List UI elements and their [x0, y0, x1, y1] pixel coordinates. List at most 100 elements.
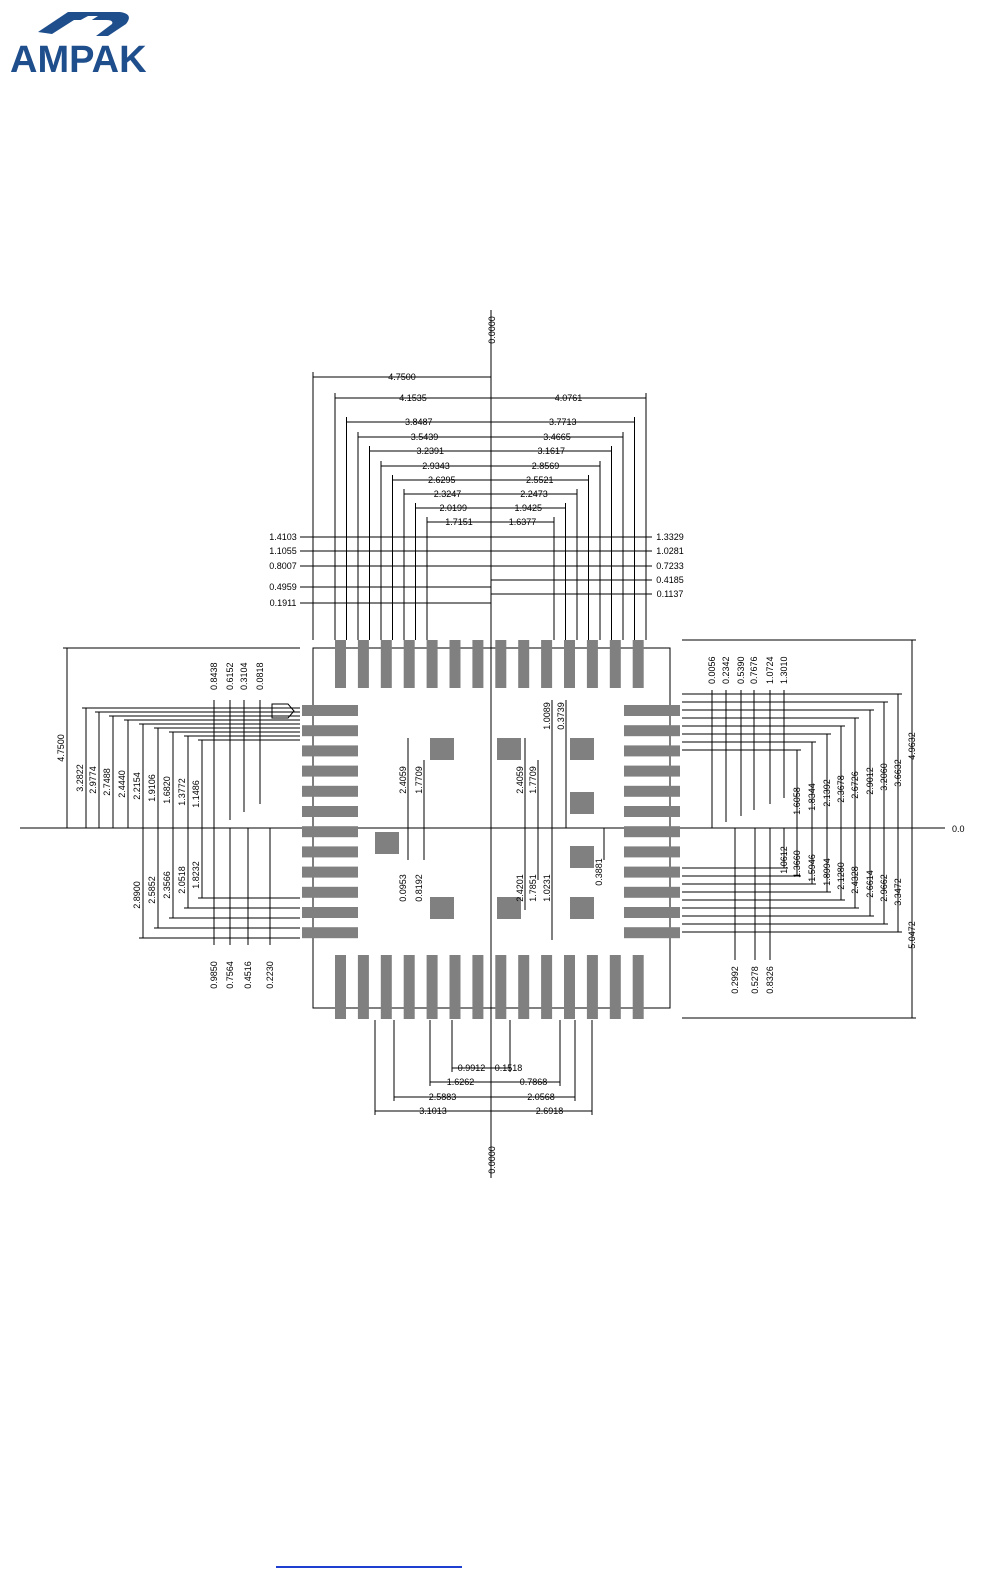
- right-pad: [624, 765, 680, 777]
- ground-pad: [570, 846, 594, 868]
- ampak-logo: AMPAK: [8, 8, 158, 81]
- left-vert-dim-label: 4.7500: [56, 734, 66, 762]
- left-vert-dim-label: 1.3772: [177, 778, 187, 806]
- inner-dim-right-label: 1.7851: [528, 874, 538, 902]
- ground-pad: [570, 792, 594, 814]
- pads: [302, 640, 680, 1019]
- bottom-pad: [403, 955, 415, 1019]
- inner-dim-right-label: 1.0231: [542, 874, 552, 902]
- bottom-dim-left-label: 2.5883: [429, 1092, 457, 1102]
- bottom-pad: [335, 955, 346, 1019]
- right-vert-dim-lower-label: 2.4328: [850, 866, 860, 894]
- right-vert-dim-upper-label: 0.2342: [721, 656, 731, 684]
- inner-dim-right-label: 0.3739: [556, 702, 566, 730]
- bottom-pad: [472, 955, 484, 1019]
- ground-pad: [430, 897, 454, 919]
- bottom-dim-right-label: 0.7868: [520, 1077, 548, 1087]
- right-vert-dim-lower-label: 1.8994: [822, 858, 832, 886]
- bottom-pad: [380, 955, 392, 1019]
- top-dim-left-label: 4.1535: [399, 393, 427, 403]
- right-vert-dim-upper-label: 1.3010: [779, 656, 789, 684]
- footer-link-underline[interactable]: [276, 1566, 462, 1568]
- center-label-right: 0.0: [952, 824, 965, 834]
- top-dim-left-label: 1.7151: [445, 517, 473, 527]
- ground-pad: [570, 738, 594, 760]
- top-side-dim-right-label: 0.7233: [656, 561, 684, 571]
- top-pad: [564, 640, 575, 688]
- top-pad: [357, 640, 369, 688]
- right-pad: [624, 826, 680, 838]
- ground-pad: [375, 832, 399, 854]
- top-side-dim-left-label: 0.8007: [269, 561, 297, 571]
- top-side-dim-right-label: 1.3329: [656, 532, 684, 542]
- top-dim-right-label: 3.1617: [537, 446, 565, 456]
- right-pad: [624, 806, 680, 817]
- right-pad: [624, 846, 680, 858]
- bottom-pad: [449, 955, 461, 1019]
- left-pad: [302, 866, 358, 878]
- top-side-dim-left-label: 1.4103: [269, 532, 297, 542]
- right-vert-dim-lower-bottom-label: 0.2992: [730, 966, 740, 994]
- left-pad: [302, 705, 358, 716]
- ground-pad: [570, 897, 594, 919]
- top-dim-left-label: 2.9343: [422, 461, 450, 471]
- ground-pad: [497, 897, 521, 919]
- bottom-dim-left-label: 1.6262: [447, 1077, 475, 1087]
- right-vert-dim-label: 2.1392: [822, 779, 832, 807]
- top-dim-left-label: 3.8487: [405, 417, 433, 427]
- right-vert-dim-label: 1.6058: [792, 787, 802, 815]
- left-vert-dim-lower-label: 1.8232: [191, 861, 201, 889]
- right-pad: [624, 705, 680, 716]
- bottom-pad: [426, 955, 438, 1019]
- top-dim-left-label: 3.2391: [416, 446, 444, 456]
- left-vert-dim-upper-label: 0.6152: [225, 662, 235, 690]
- right-vert-dim-lower-label: 5.0472: [907, 921, 917, 949]
- bottom-dim-right-label: 2.0568: [527, 1092, 555, 1102]
- top-pad: [403, 640, 415, 688]
- bottom-pad: [357, 955, 369, 1019]
- top-side-dim-right-label: 0.1137: [657, 589, 684, 599]
- right-vert-dim-label: 2.6726: [850, 771, 860, 799]
- right-pad: [624, 785, 680, 797]
- top-pad: [541, 640, 553, 688]
- center-label-top: 0.0000: [487, 316, 497, 344]
- ground-pad: [430, 738, 454, 760]
- top-pad: [380, 640, 392, 688]
- top-side-dim-right-label: 1.0281: [656, 546, 684, 556]
- right-vert-dim-label: 2.9012: [865, 767, 875, 795]
- inner-dim-right-label: 1.0089: [542, 702, 552, 730]
- left-pad: [302, 886, 358, 898]
- dimension-labels: 0.00000.00000.04.75004.15353.84873.54393…: [56, 316, 965, 1174]
- bottom-pad: [495, 955, 507, 1019]
- inner-dim-right-label: 2.4059: [515, 766, 525, 794]
- inner-dim-right-label: 1.7709: [528, 766, 538, 794]
- left-vert-dim-label: 3.2822: [75, 764, 85, 792]
- left-vert-dim-label: 1.6820: [162, 776, 172, 804]
- top-pad: [632, 640, 644, 688]
- inner-dim-right-label: 2.4201: [515, 874, 525, 902]
- right-vert-dim-upper-label: 0.5390: [736, 656, 746, 684]
- top-dim-right-label: 2.5521: [526, 475, 554, 485]
- left-vert-dim-lower-bottom-label: 0.7564: [225, 961, 235, 989]
- bottom-pad: [518, 955, 530, 1019]
- top-pad: [495, 640, 507, 688]
- inner-dim-right-label: 0.3881: [594, 858, 604, 886]
- bottom-dim-left-label: 0.9912: [458, 1063, 486, 1073]
- center-label-bottom: 0.0000: [487, 1146, 497, 1174]
- top-dim-left-label: 2.0199: [439, 503, 467, 513]
- right-vert-dim-lower-label: 2.9662: [879, 874, 889, 902]
- left-vert-dim-lower-bottom-label: 0.2230: [265, 961, 275, 989]
- top-dim-left-label: 2.3247: [434, 489, 462, 499]
- ground-pad: [497, 738, 521, 760]
- top-dim-right-label: 3.4665: [543, 432, 571, 442]
- right-vert-dim-lower-label: 1.5946: [807, 854, 817, 882]
- bottom-dim-left-label: 3.1013: [419, 1106, 447, 1116]
- right-vert-dim-lower-label: 3.3472: [893, 878, 903, 906]
- top-dim-right-label: 2.2473: [520, 489, 548, 499]
- bottom-pad: [586, 955, 598, 1019]
- right-vert-dim-lower-label: 1.3660: [792, 850, 802, 878]
- left-vert-dim-label: 2.2154: [132, 772, 142, 800]
- left-vert-dim-label: 2.4440: [117, 770, 127, 798]
- top-dim-right-label: 1.6377: [509, 517, 537, 527]
